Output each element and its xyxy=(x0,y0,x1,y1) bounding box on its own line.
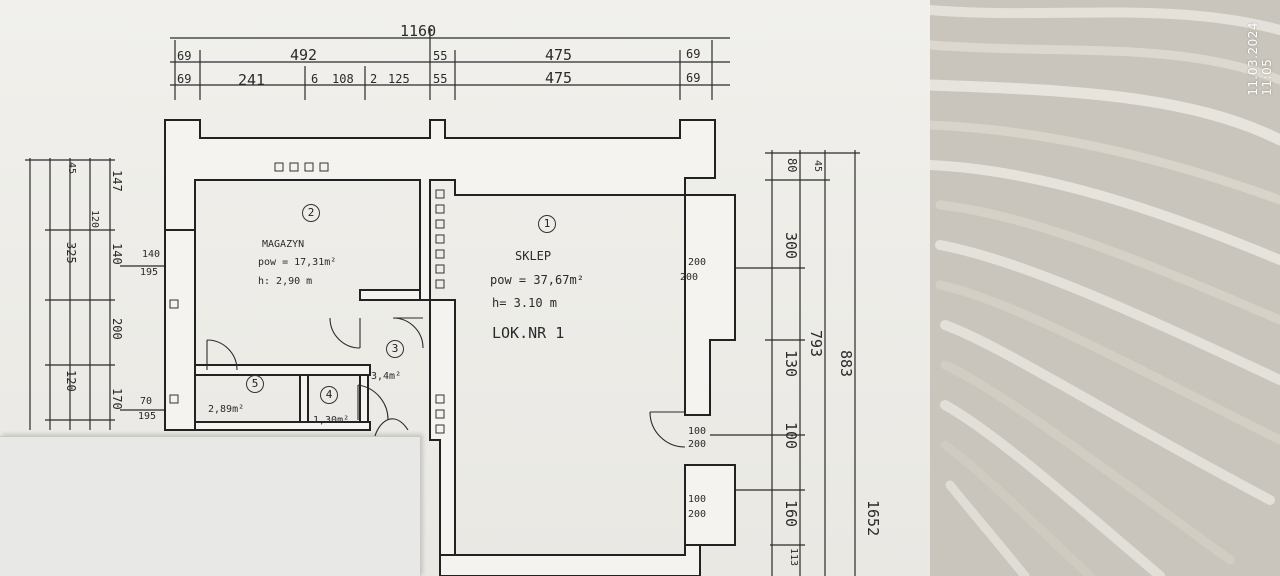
window-mark-6: 200 xyxy=(688,509,707,520)
dim-top-r2-c: 6 xyxy=(311,72,319,86)
dim-left-6: 140 xyxy=(142,249,161,260)
dim-right-3: 300 xyxy=(782,232,800,260)
dim-top-r1-d: 475 xyxy=(545,46,573,64)
room-2-name: MAGAZYN xyxy=(262,239,305,250)
dim-top-r2-b: 241 xyxy=(238,71,266,89)
dim-total-width: 1160 xyxy=(400,22,437,40)
room-1-name: SKLEP xyxy=(515,249,552,263)
dim-left-1: 45 xyxy=(66,162,77,175)
dim-left-11: 195 xyxy=(138,411,157,422)
dim-left-2: 147 xyxy=(110,170,124,192)
dim-top-r2-h: 475 xyxy=(545,69,573,87)
window-mark-3: 100 xyxy=(688,426,707,437)
dim-top-r1-b: 492 xyxy=(290,46,318,64)
dim-left-8: 200 xyxy=(110,318,124,340)
dim-right-8: 160 xyxy=(782,500,800,528)
room-2-height: h: 2,90 m xyxy=(258,276,313,287)
room-1-area: pow = 37,67m² xyxy=(490,273,584,287)
dim-top-r2-i: 69 xyxy=(686,71,701,85)
dim-left-7: 195 xyxy=(140,267,159,278)
room-3-number: 3 xyxy=(386,340,404,358)
dim-top-r2-a: 69 xyxy=(177,72,192,86)
room-2-number: 2 xyxy=(302,204,320,222)
room-1-number: 1 xyxy=(538,215,556,233)
room-5-number: 5 xyxy=(246,375,264,393)
dim-top-r1-e: 69 xyxy=(686,47,701,61)
background-swirl-texture xyxy=(930,0,1280,576)
dim-top-r2-f: 125 xyxy=(388,72,410,86)
room-4-number: 4 xyxy=(320,386,338,404)
floor-plan-drawing xyxy=(25,28,860,576)
dim-left-4: 140 xyxy=(110,243,124,265)
dim-left-3: 120 xyxy=(89,210,100,229)
dim-left-9: 120 xyxy=(64,370,78,392)
dim-top-r2-g: 55 xyxy=(433,72,448,86)
dim-top-r1-a: 69 xyxy=(177,49,192,63)
room-2-area: pow = 17,31m² xyxy=(258,257,337,268)
dim-top-r2-e: 2 xyxy=(370,72,378,86)
dim-left-12: 70 xyxy=(140,396,153,407)
overlapping-paper-sheet xyxy=(0,436,421,576)
room-1-height: h= 3.10 m xyxy=(492,296,558,310)
dim-right-4: 130 xyxy=(782,350,800,378)
dim-left-10: 170 xyxy=(110,388,124,410)
room-5-area: 2,89m² xyxy=(208,404,245,415)
dim-right-1: 80 xyxy=(785,158,799,173)
dim-right-10: 1652 xyxy=(864,500,882,537)
window-mark-1: 200 xyxy=(688,257,707,268)
window-mark-2: 200 xyxy=(680,272,699,283)
dim-top-r2-d: 108 xyxy=(332,72,354,86)
room-1-unit-label: LOK.NR 1 xyxy=(492,324,565,342)
dim-top-r1-c: 55 xyxy=(433,49,448,63)
room-4-area: 1,30m² xyxy=(313,415,350,426)
dim-right-9: 113 xyxy=(788,548,799,567)
dim-right-2: 45 xyxy=(812,160,823,173)
window-mark-4: 200 xyxy=(688,439,707,450)
dim-right-6: 883 xyxy=(837,350,855,378)
room-3-area: 3,4m² xyxy=(371,371,402,382)
window-mark-5: 100 xyxy=(688,494,707,505)
photo-timestamp: 11.03.2024 11:05 xyxy=(1246,22,1274,96)
dim-right-5: 793 xyxy=(807,330,825,358)
dim-left-5: 325 xyxy=(64,242,78,264)
dim-right-7: 100 xyxy=(782,422,800,450)
